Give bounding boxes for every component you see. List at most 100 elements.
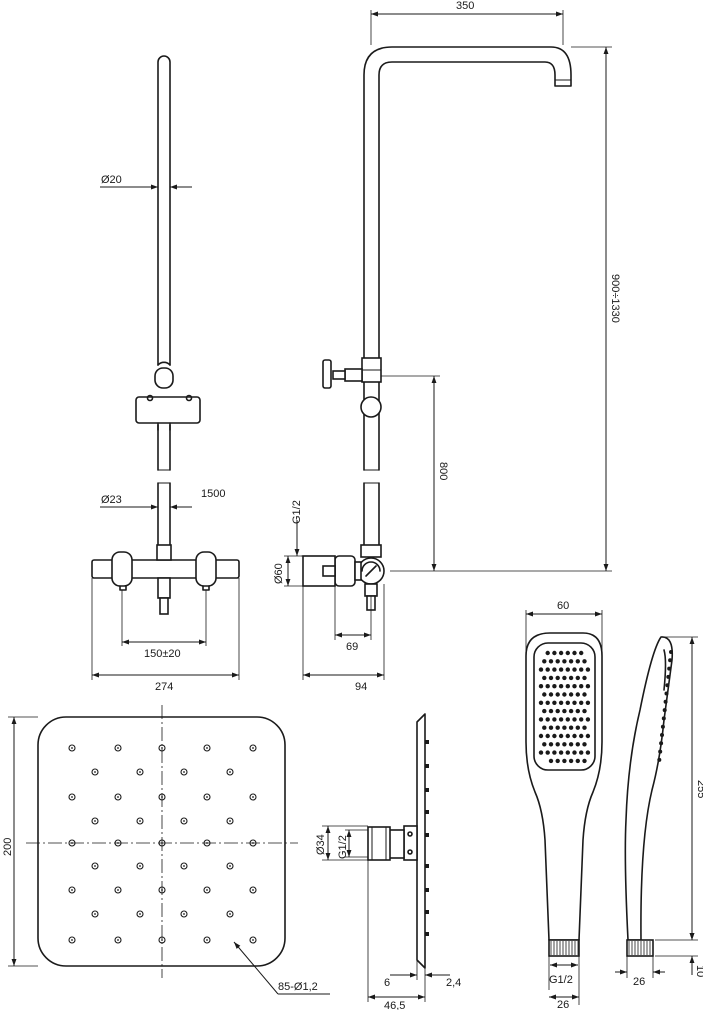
nozzle [226, 862, 234, 870]
spray-hole [579, 733, 584, 739]
spray-hole [545, 733, 550, 739]
spray-hole [565, 684, 570, 689]
spray-hole [562, 758, 567, 764]
spray-hole [555, 692, 560, 697]
spray-hole [538, 667, 544, 672]
nozzle-center [94, 771, 96, 773]
nozzle [68, 839, 76, 847]
nozzle-center [183, 865, 185, 867]
side-nozzle [658, 749, 663, 754]
spray-hole [568, 692, 574, 697]
spray-hole [548, 742, 554, 747]
spray-hole [545, 650, 550, 656]
spray-hole [575, 725, 580, 730]
spray-hole [585, 717, 591, 722]
dim-hand-26-front: 26 [557, 999, 569, 1010]
spray-hole [542, 708, 547, 714]
spray-hole [572, 700, 577, 705]
dim-thread-g12-mixer: G1/2 [291, 500, 303, 524]
spray-hole [575, 742, 580, 747]
nozzle [158, 839, 166, 847]
spray-hole [579, 667, 584, 672]
nozzle-center [94, 865, 96, 867]
nozzle [226, 817, 234, 825]
nozzle [203, 793, 211, 801]
nozzle-center [71, 889, 73, 891]
spray-hole [548, 725, 554, 730]
spray-hole [572, 684, 577, 689]
nozzle [136, 768, 144, 776]
spray-hole [582, 725, 587, 730]
nozzle-center [206, 747, 208, 749]
nozzle-center [139, 820, 141, 822]
dim-nozzles-85: 85-Ø1,2 [278, 981, 318, 993]
spray-hole [572, 667, 577, 672]
nozzle-center [206, 796, 208, 798]
nozzle-center [161, 747, 163, 749]
side-nozzle [667, 666, 672, 671]
nozzle [114, 793, 122, 801]
nozzle-center [206, 842, 208, 844]
nozzle-center [183, 913, 185, 915]
spray-hole [579, 750, 584, 755]
dim-arm-350: 350 [456, 0, 474, 12]
nozzle [249, 839, 257, 847]
spray-hole [562, 692, 567, 697]
spray-hole [572, 650, 577, 656]
spray-hole [542, 692, 547, 697]
spray-hole [542, 742, 547, 747]
spray-hole [552, 650, 557, 656]
dim-diameter-60: Ø60 [273, 563, 285, 584]
nozzle [249, 936, 257, 944]
spray-hole [575, 758, 580, 764]
plate-nozzle [425, 910, 429, 914]
nozzle [68, 793, 76, 801]
spray-hole [538, 733, 544, 739]
dim-head-200: 200 [2, 838, 14, 856]
spray-hole [542, 659, 547, 664]
dim-spacing-150: 150±20 [144, 648, 181, 660]
spray-hole [558, 750, 564, 755]
dim-length-1500: 1500 [201, 488, 225, 500]
nozzle-center [117, 842, 119, 844]
nozzle [180, 817, 188, 825]
side-nozzle [666, 674, 671, 679]
side-nozzle [657, 757, 662, 762]
spray-hole [545, 700, 550, 705]
spray-hole [558, 667, 564, 672]
nozzle-center [139, 865, 141, 867]
spray-hole [572, 750, 577, 755]
spray-hole [548, 692, 554, 697]
nozzle [114, 744, 122, 752]
spray-hole [579, 684, 584, 689]
nozzle [136, 862, 144, 870]
hand-side-nozzles [657, 650, 673, 762]
spray-hole [555, 659, 560, 664]
spray-hole [545, 750, 550, 755]
nozzle [249, 744, 257, 752]
spray-hole [542, 675, 547, 681]
spray-hole [585, 667, 591, 672]
spray-hole [582, 742, 587, 747]
spray-hole [568, 742, 574, 747]
plate-nozzles [425, 740, 429, 936]
spray-hole [552, 667, 557, 672]
dim-pipe-diameter-23: Ø23 [101, 494, 122, 506]
dim-height-800: 800 [437, 462, 449, 480]
spray-hole [575, 659, 580, 664]
plate-nozzle [425, 833, 429, 837]
nozzle-center [206, 939, 208, 941]
head-shower-side: Ø34 G1/2 6 2,4 46,5 [315, 713, 461, 1010]
spray-hole [562, 675, 567, 681]
nozzle-center [161, 939, 163, 941]
spray-hole [579, 700, 584, 705]
thread-hatching-side [628, 941, 651, 955]
nozzle [203, 936, 211, 944]
spray-hole [552, 717, 557, 722]
nozzle-center [139, 771, 141, 773]
nozzle [158, 793, 166, 801]
spray-hole [582, 708, 587, 714]
nozzle [91, 817, 99, 825]
spray-hole [552, 750, 557, 755]
